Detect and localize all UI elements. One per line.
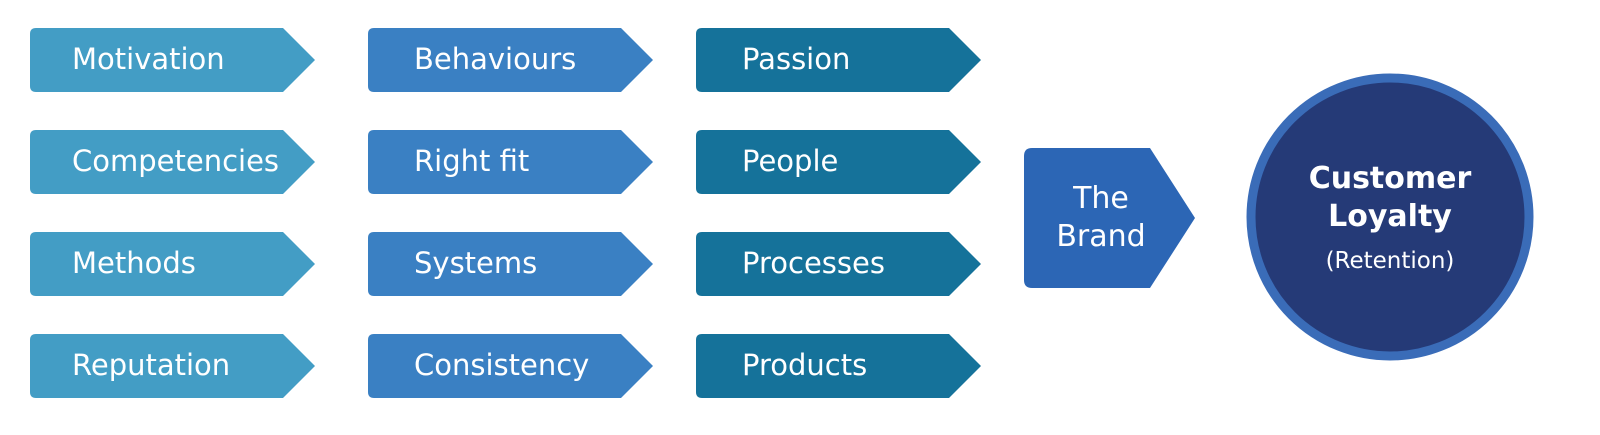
chevron-shape	[30, 130, 315, 194]
outcome-title-line2: Loyalty	[1328, 199, 1452, 234]
customer-loyalty-circle: Customer Loyalty (Retention)	[1246, 73, 1534, 361]
chevron-label: Passion	[742, 42, 850, 76]
chevron-shape	[696, 130, 981, 194]
chevron-methods: Methods	[30, 232, 315, 296]
chevron-shape	[696, 28, 981, 92]
chevron-shape	[696, 232, 981, 296]
chevron-consistency: Consistency	[368, 334, 653, 398]
chevron-shape	[30, 28, 315, 92]
chevron-label: Behaviours	[414, 42, 576, 76]
brand-label-line2: Brand	[1056, 219, 1145, 254]
brand-pentagon: The Brand	[1024, 148, 1195, 288]
chevron-passion: Passion	[696, 28, 981, 92]
chevron-right-fit: Right fit	[368, 130, 653, 194]
chevron-shape	[368, 334, 653, 398]
chevron-motivation: Motivation	[30, 28, 315, 92]
chevron-label: Competencies	[72, 144, 279, 178]
brand-shape	[1024, 148, 1195, 288]
chevron-shape	[368, 28, 653, 92]
column-2: Behaviours Right fit Systems Consistency	[368, 28, 653, 398]
chevron-label: Reputation	[72, 348, 230, 382]
chevron-label: Processes	[742, 246, 885, 280]
chevron-competencies: Competencies	[30, 130, 315, 194]
chevron-shape	[368, 130, 653, 194]
chevron-label: Products	[742, 348, 867, 382]
column-1: Motivation Competencies Methods Reputati…	[30, 28, 315, 398]
chevron-products: Products	[696, 334, 981, 398]
chevron-shape	[368, 232, 653, 296]
chevron-systems: Systems	[368, 232, 653, 296]
chevron-label: Consistency	[414, 348, 589, 382]
chevron-reputation: Reputation	[30, 334, 315, 398]
chevron-label: Systems	[414, 246, 537, 280]
chevron-behaviours: Behaviours	[368, 28, 653, 92]
chevron-people: People	[696, 130, 981, 194]
chevron-shape	[30, 334, 315, 398]
outcome-subtitle: (Retention)	[1326, 248, 1455, 274]
chevron-shape	[30, 232, 315, 296]
outcome-title-line1: Customer	[1309, 161, 1472, 196]
chevron-label: People	[742, 144, 838, 178]
chevron-label: Motivation	[72, 42, 225, 76]
column-3: Passion People Processes Products	[696, 28, 981, 398]
brand-label-line1: The	[1072, 181, 1129, 216]
chevron-label: Right fit	[414, 144, 529, 178]
chevron-label: Methods	[72, 246, 196, 280]
chevron-shape	[696, 334, 981, 398]
chevron-processes: Processes	[696, 232, 981, 296]
outcome-circle	[1246, 73, 1534, 361]
